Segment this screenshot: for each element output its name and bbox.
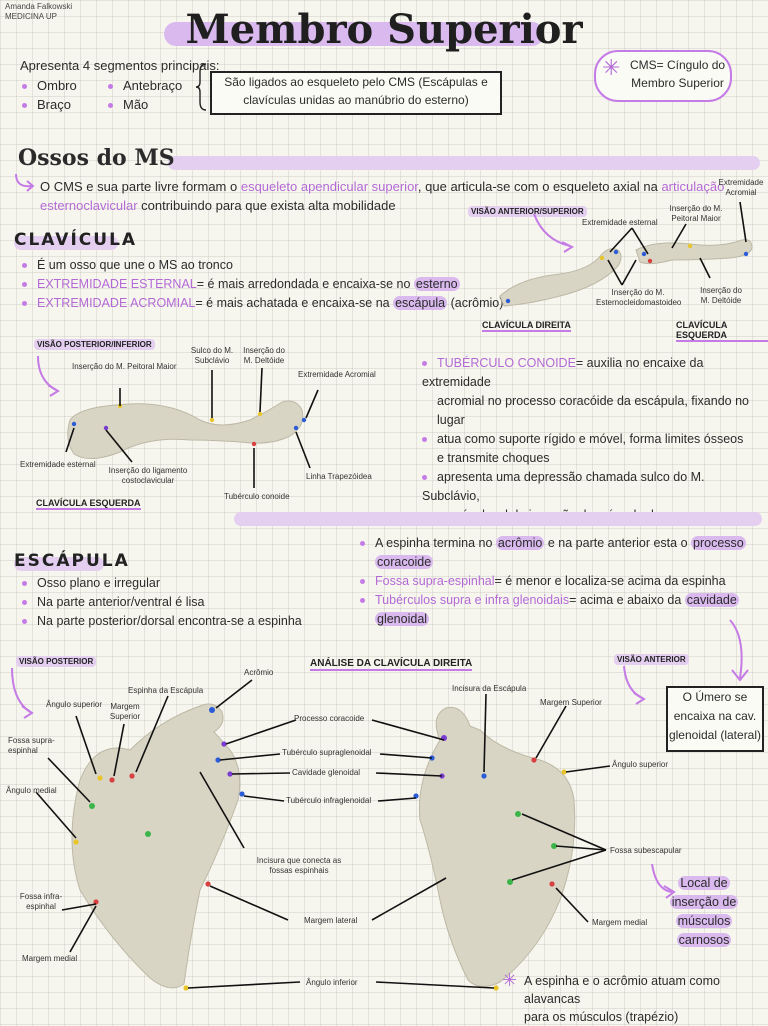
list-item: Tubérculos supra e infra glenoidais= aci… — [360, 591, 760, 610]
bullet — [22, 103, 27, 109]
ant-label-margem-sup: Margem Superior — [540, 698, 602, 707]
scapula-images — [11, 665, 676, 991]
footer-note: A espinha e o acrômio atuam como alavanc… — [524, 974, 720, 1024]
segment-item: Mão — [108, 95, 182, 114]
post-label-ins-peitoral: Inserção do M. Peitoral Maior — [72, 362, 177, 371]
label-ext-esternal: Extremidade esternal — [582, 218, 658, 227]
escapula-bullets: Osso plano e irregular Na parte anterior… — [22, 574, 302, 631]
umero-box: O Úmero se encaixa na cav. glenoidal (la… — [666, 686, 764, 752]
curved-arrow-icon — [15, 173, 35, 192]
label-ins-ecm: Inserção do M. Esternocleidomastoideo — [596, 288, 682, 307]
ant-label-incisura: Incisura da Escápula — [452, 684, 527, 693]
label-ext-acromial: Extremidade Acromial — [718, 178, 764, 197]
list-item: EXTREMIDADE ACROMIAL= é mais achatada e … — [22, 294, 503, 313]
page-title: Membro Superior — [185, 6, 583, 53]
list-item: Na parte anterior/ventral é lisa — [22, 593, 302, 612]
asterisk-icon: ✳ — [602, 55, 621, 80]
label-incisura-fossas: Incisura que conecta as fossas espinhais — [256, 856, 342, 875]
arrow-down-icon — [729, 619, 749, 682]
label-processo: Processo coracoide — [294, 714, 365, 723]
post-label-tuberculo: Tubérculo conoide — [224, 492, 290, 501]
caption-analise: ANÁLISE DA CLAVÍCULA DIREITA — [310, 658, 473, 671]
post-label-fossa-supra: Fossa supra-espinhal — [8, 736, 55, 755]
clavicula-right-notes: TUBÉRCULO CONOIDE= auxilia no encaixe da… — [422, 354, 762, 525]
clavicula-heading-hl — [14, 236, 118, 250]
list-item: apresenta uma depressão chamada sulco do… — [422, 470, 705, 503]
label-angulo-inferior: Ângulo inferior — [306, 978, 358, 987]
asterisk-icon: ✳ — [502, 970, 518, 990]
caption-clavicula-esquerda: CLAVÍCULA ESQUERDA — [676, 320, 768, 342]
post-label-ins-deltoide: Inserção do M. Deltóide — [243, 346, 285, 365]
ant-label-angulo-sup: Ângulo superior — [612, 760, 669, 769]
clavicle-post-image — [37, 355, 319, 488]
post-label-margem-sup: Margem Superior — [109, 702, 141, 721]
post-label-sulco: Sulco do M. Subclávio — [190, 346, 234, 365]
clavicula-bullets: É um osso que une o MS ao tronco EXTREMI… — [22, 256, 503, 313]
caption-clavicula-esquerda-2: CLAVÍCULA ESQUERDA — [36, 498, 141, 510]
escapula-heading-hl — [14, 557, 104, 571]
post-label-ext-esternal: Extremidade esternal — [20, 460, 96, 469]
bullet — [22, 84, 27, 90]
view-tag-ant-sup: VISÃO ANTERIOR/SUPERIOR — [468, 206, 587, 217]
post-label-ins-ligamento: Inserção do ligamento costoclavicular — [108, 466, 188, 485]
list-item: atua como suporte rígido e móvel, forma … — [422, 430, 762, 449]
list-item: A espinha termina no acrômio e na parte … — [360, 534, 760, 553]
ant-label-margem-medial: Margem medial — [592, 918, 648, 927]
brace-icon — [196, 63, 207, 111]
escapula-right-notes: A espinha termina no acrômio e na parte … — [360, 534, 760, 629]
post-label-angulo-sup: Ângulo superior — [46, 700, 103, 709]
title-highlight — [164, 22, 544, 46]
list-item: Fossa supra-espinhal= é menor e localiza… — [360, 572, 760, 591]
list-item: Na parte posterior/dorsal encontra-se a … — [22, 612, 302, 631]
clavicula-heading: CLAVÍCULA — [14, 230, 138, 250]
post-label-espinha: Espinha da Escápula — [128, 686, 204, 695]
post-label-acromio: Acrômio — [244, 668, 274, 677]
segment-item: Antebraço — [108, 76, 182, 95]
label-ins-peitoral: Inserção do M. Peitoral Maior — [669, 204, 723, 223]
view-tag-post-inf: VISÃO POSTERIOR/INFERIOR — [34, 339, 155, 350]
section-bar-2 — [234, 512, 762, 526]
post-label-fossa-infra: Fossa infra-espinhal — [19, 892, 63, 911]
segment-item: Braço — [22, 95, 77, 114]
label-ins-deltoide: Inserção do M. Deltóide — [700, 286, 742, 305]
escapula-heading: ESCÁPULA — [14, 551, 130, 571]
post-label-margem-medial: Margem medial — [22, 954, 78, 963]
label-margem-lateral: Margem lateral — [304, 916, 358, 925]
cms-box: São ligados ao esqueleto pelo CMS (Escáp… — [210, 71, 502, 115]
view-tag-anterior: VISÃO ANTERIOR — [614, 654, 689, 665]
post-label-ext-acromial: Extremidade Acromial — [298, 370, 376, 379]
ossos-heading: Ossos do MS — [18, 145, 175, 171]
author-org: MEDICINA UP — [5, 12, 58, 21]
segments-heading: Apresenta 4 segmentos principais: — [20, 58, 220, 73]
author: Amanda Falkowski MEDICINA UP — [5, 2, 72, 22]
caption-clavicula-direita: CLAVÍCULA DIREITA — [482, 320, 571, 332]
bullet — [108, 103, 113, 109]
segments-list-right: Antebraço Mão — [108, 76, 182, 114]
segment-item: Ombro — [22, 76, 77, 95]
label-tub-supra: Tubérculo supraglenoidal — [282, 748, 372, 757]
label-cavidade: Cavidade glenoidal — [292, 768, 361, 777]
list-item: EXTREMIDADE ESTERNAL= é mais arredondada… — [22, 275, 503, 294]
list-item: TUBÉRCULO CONOIDE= auxilia no encaixe da… — [422, 356, 704, 389]
ant-label-fossa-sub: Fossa subescapular — [610, 846, 682, 855]
post-label-angulo-medial: Ângulo medial — [6, 786, 57, 795]
list-item: Osso plano e irregular — [22, 574, 302, 593]
bullet — [108, 84, 113, 90]
local-insercao-note: Local de inserção de músculos carnosos — [669, 876, 739, 947]
author-name: Amanda Falkowski — [5, 2, 73, 11]
clavicle-top-image — [499, 201, 753, 307]
ossos-paragraph: O CMS e sua parte livre formam o esquele… — [40, 179, 725, 213]
segments-list-left: Ombro Braço — [22, 76, 77, 114]
cms-note-text: CMS= Cíngulo do Membro Superior — [630, 58, 726, 90]
section-bar — [168, 156, 760, 170]
view-tag-posterior: VISÃO POSTERIOR — [16, 656, 97, 667]
label-tub-infra: Tubérculo infraglenoidal — [286, 796, 372, 805]
post-label-linha: Linha Trapezóidea — [306, 472, 372, 481]
list-item: É um osso que une o MS ao tronco — [22, 256, 503, 275]
cms-note — [594, 50, 732, 102]
